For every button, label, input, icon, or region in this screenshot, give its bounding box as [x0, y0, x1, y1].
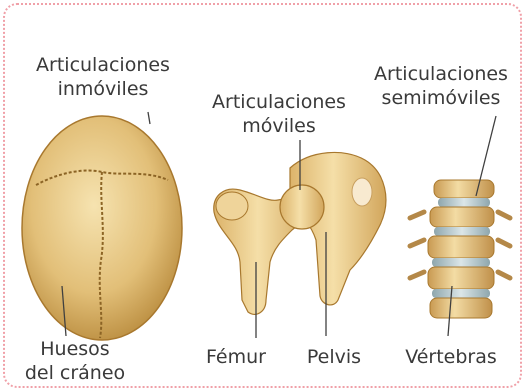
label-skull-joints-line1: Articulaciones: [22, 53, 184, 77]
label-skull-joints-line2: inmóviles: [22, 77, 184, 101]
label-spine-joints-line1: Articulaciones: [360, 62, 522, 86]
label-pelvis: Pelvis: [294, 345, 374, 369]
label-vertebrae: Vértebras: [386, 345, 516, 369]
label-hip-joints: Articulaciones móviles: [198, 90, 360, 138]
label-skull-bones-line2: del cráneo: [20, 361, 130, 385]
label-skull-bones-line1: Huesos: [20, 337, 130, 361]
label-skull-joints: Articulaciones inmóviles: [22, 53, 184, 101]
label-femur: Fémur: [186, 345, 286, 369]
skull-illustration: [22, 116, 182, 340]
label-hip-joints-line1: Articulaciones: [198, 90, 360, 114]
label-hip-joints-line2: móviles: [198, 114, 360, 138]
spine-illustration: [410, 180, 510, 318]
label-spine-joints: Articulaciones semimóviles: [360, 62, 522, 110]
label-spine-joints-line2: semimóviles: [360, 86, 522, 110]
label-skull-bones: Huesos del cráneo: [20, 337, 130, 385]
